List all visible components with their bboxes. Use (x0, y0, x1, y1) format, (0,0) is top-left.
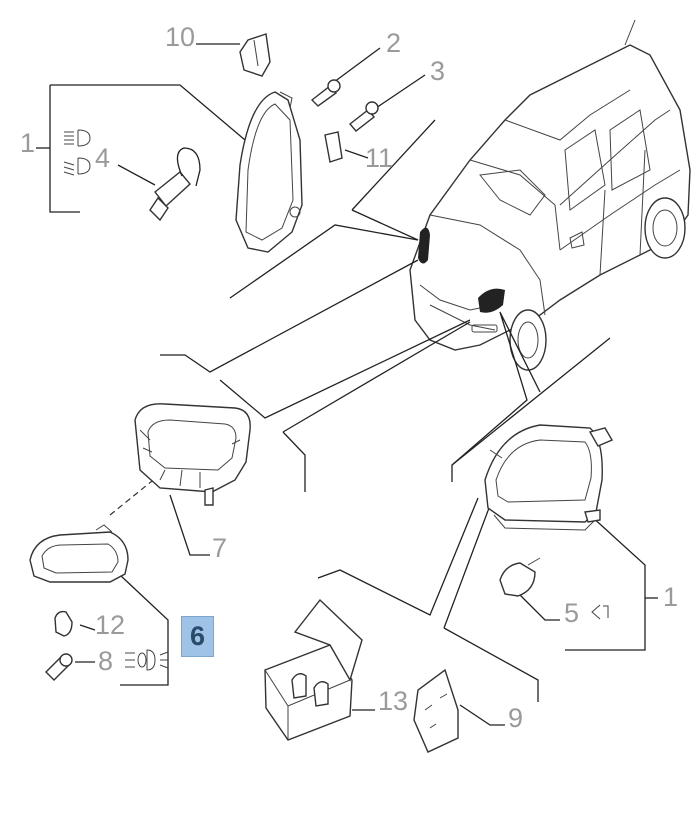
part-8-fog-bulb (45, 653, 73, 681)
part-12-bulb-holder (54, 610, 73, 637)
callout-1-right: 1 (663, 582, 679, 612)
callout-10: 10 (165, 22, 196, 52)
part-5-indicator-bulb (499, 557, 541, 597)
leader-lines (36, 43, 658, 726)
callout-4: 4 (95, 143, 111, 173)
headlamp-high-beam-icon (64, 129, 91, 147)
callout-3: 3 (430, 56, 446, 86)
callout-2: 2 (386, 28, 402, 58)
fog-lamp-icon (125, 649, 169, 671)
part-9-bag (413, 668, 459, 753)
callout-9: 9 (508, 703, 524, 733)
part-10-connector (239, 33, 271, 77)
callout-1-left: 1 (20, 128, 36, 158)
part-2-screw (310, 79, 341, 107)
headlamp-low-beam-icon (63, 157, 91, 176)
callout-12: 12 (95, 610, 126, 640)
part-1-headlamp-left (235, 91, 303, 253)
callout-13: 13 (378, 686, 409, 716)
part-7-fog-lamp-frame (134, 403, 251, 506)
part-11-clip (324, 131, 343, 163)
callout-6: 6 (181, 616, 215, 657)
callout-5: 5 (564, 598, 580, 628)
part-4-bulb (149, 147, 201, 222)
car-illustration (409, 19, 691, 371)
part-1-headlamp-right (484, 424, 614, 531)
part-3-screw (348, 101, 379, 132)
part-13-bulb-kit (264, 598, 363, 741)
callout-8: 8 (98, 646, 114, 676)
direction-indicator-icon (591, 604, 609, 620)
callout-7: 7 (212, 533, 228, 563)
callout-11: 11 (365, 143, 394, 173)
part-6-fog-lamp (29, 524, 129, 583)
